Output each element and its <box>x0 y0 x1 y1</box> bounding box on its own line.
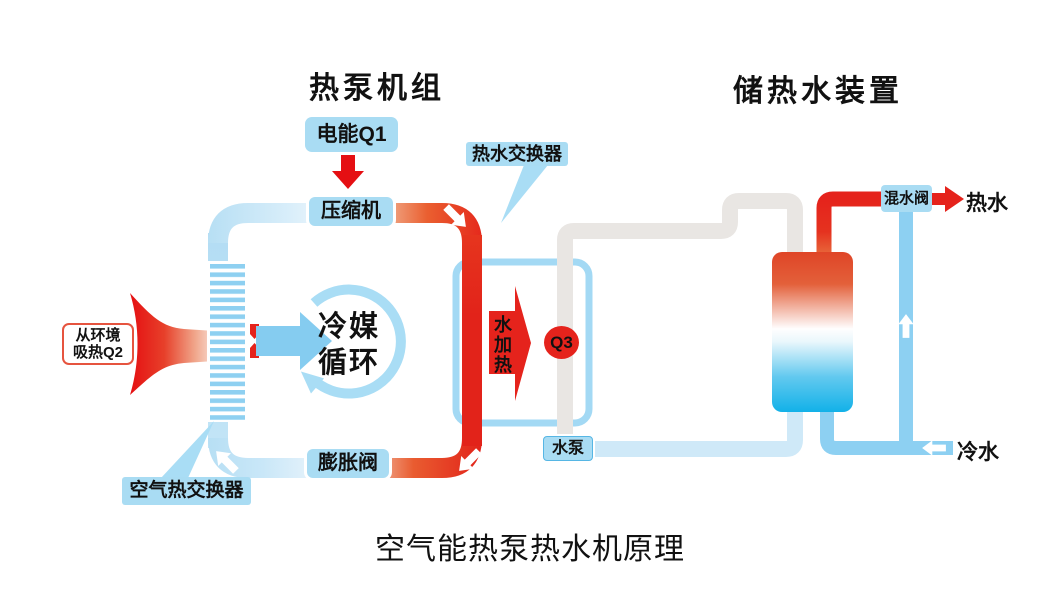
hot-water-text: 热水 <box>966 192 1008 215</box>
air-heat-arrow <box>256 312 332 370</box>
q3-badge: Q3 <box>544 326 579 359</box>
water-pump-label: 水泵 <box>543 436 593 461</box>
env-heat-label: 从环境 吸热Q2 <box>62 323 134 365</box>
cold-water-text: 冷水 <box>957 441 999 464</box>
env-heat-line1: 从环境 <box>75 327 121 344</box>
refrigerant-cycle-line2: 循环 <box>317 347 380 379</box>
tank-hot-water-pipe <box>816 191 932 258</box>
air-exchanger-callout-tail <box>161 421 214 478</box>
env-heat-line2: 吸热Q2 <box>72 344 123 361</box>
air-heat-exchanger-label: 空气热交换器 <box>122 477 251 505</box>
cycle-arrow-icon <box>300 284 406 399</box>
water-heating-text: 水加热 <box>494 315 512 375</box>
cold-water-inlet-pipe <box>820 402 953 455</box>
storage-device-title: 储热水装置 <box>733 75 903 108</box>
compressor-label: 压缩机 <box>309 197 393 226</box>
hot-exchanger-callout-tail <box>501 165 548 223</box>
refrigerant-cycle-text: 冷媒 循环 <box>301 309 397 381</box>
heat-pump-unit-title: 热泵机组 <box>309 72 445 105</box>
electric-energy-label: 电能Q1 <box>305 117 398 152</box>
hot-water-exchanger-label: 热水交换器 <box>466 142 568 166</box>
circulation-pipe-return <box>592 400 803 457</box>
water-heating-arrow <box>489 286 531 401</box>
refrigerant-cycle-line1: 冷媒 <box>317 311 380 343</box>
air-heat-exchanger-fins <box>207 261 248 422</box>
storage-tank <box>772 252 853 412</box>
circulation-pipe-gray <box>557 193 803 437</box>
mixing-valve-label: 混水阀 <box>881 185 932 212</box>
diagram-caption: 空气能热泵热水机原理 <box>375 533 685 566</box>
electric-energy-arrow <box>332 155 364 189</box>
hot-water-out-arrow <box>930 186 964 212</box>
environment-heat-funnel <box>130 293 215 395</box>
expansion-valve-label: 膨胀阀 <box>307 449 389 478</box>
